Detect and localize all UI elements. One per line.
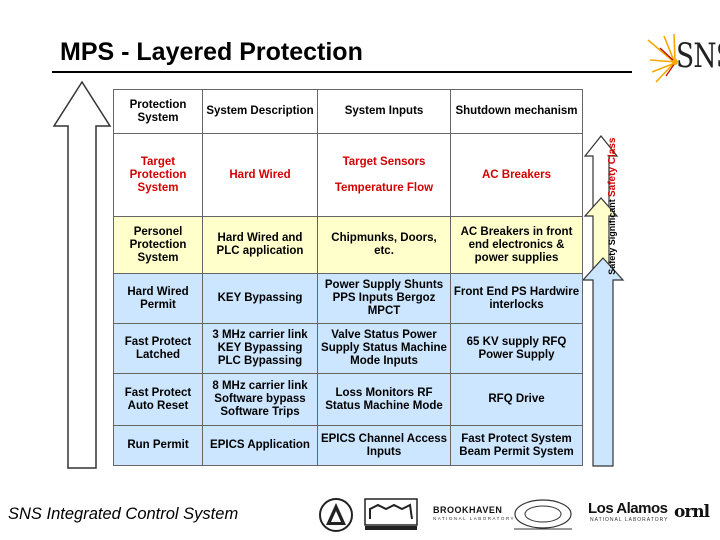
protection-layers-table: Protection System System Description Sys… [113,89,583,466]
ornl-logo: ornl [674,502,710,522]
sns-logo-text: SNS [676,36,720,76]
header-system-description: System Description [202,89,318,134]
table-header-row: Protection System System Description Sys… [113,89,583,134]
table-row: Hard Wired Permit KEY Bypassing Power Su… [113,273,583,324]
table-cell: Hard Wired [202,133,318,217]
header-shutdown-mechanism: Shutdown mechanism [450,89,583,134]
brookhaven-logo: BROOKHAVEN [433,505,503,515]
table-cell: Power Supply Shunts PPS Inputs Bergoz MP… [317,273,451,324]
jefferson-lab-logo-icon [514,499,572,530]
table-cell: Front End PS Hardwire interlocks [450,273,583,324]
header-protection-system: Protection System [113,89,203,134]
safety-significant-text: Safety Significant [607,199,617,275]
table-row: Personel Protection System Hard Wired an… [113,216,583,274]
los-alamos-logo: Los Alamos [588,500,668,517]
table-cell: Run Permit [113,425,203,466]
safety-significant-label: Safety Significant [607,198,631,276]
table-cell: EPICS Application [202,425,318,466]
table-cell: Chipmunks, Doors, etc. [317,216,451,274]
table-cell: Personel Protection System [113,216,203,274]
table-cell: 3 MHz carrier link KEY Bypassing PLC Byp… [202,323,318,374]
header-system-inputs: System Inputs [317,89,451,134]
right-arrow-permits [583,257,625,467]
table-cell: Fast Protect Auto Reset [113,373,203,426]
table-row: Run Permit EPICS Application EPICS Chann… [113,425,583,466]
argonne-logo-icon [319,498,353,532]
table-cell: KEY Bypassing [202,273,318,324]
page-title: MPS - Layered Protection [60,38,363,66]
sns-starburst-icon [647,33,678,83]
table-cell: Valve Status Power Supply Status Machine… [317,323,451,374]
table-cell: Hard Wired and PLC application [202,216,318,274]
los-alamos-subtitle: NATIONAL LABORATORY [590,517,669,523]
berkeley-lab-logo-icon [364,498,418,530]
table-cell: AC Breakers [450,133,583,217]
table-cell: Target Sensors Temperature Flow [317,133,451,217]
left-up-arrow [52,80,112,469]
table-cell: Loss Monitors RF Status Machine Mode [317,373,451,426]
table-cell: 8 MHz carrier link Software bypass Softw… [202,373,318,426]
table-row: Target Protection System Hard Wired Targ… [113,133,583,217]
safety-class-text: Safety Class [607,137,618,197]
table-cell: RFQ Drive [450,373,583,426]
table-cell: Fast Protect Latched [113,323,203,374]
table-row: Fast Protect Auto Reset 8 MHz carrier li… [113,373,583,426]
brookhaven-subtitle: NATIONAL LABORATORY [433,516,516,521]
table-cell: AC Breakers in front end electronics & p… [450,216,583,274]
table-cell: Target Protection System [113,133,203,217]
table-cell: Fast Protect System Beam Permit System [450,425,583,466]
table-cell: Hard Wired Permit [113,273,203,324]
footer-caption: SNS Integrated Control System [8,505,239,523]
table-row: Fast Protect Latched 3 MHz carrier link … [113,323,583,374]
table-cell: EPICS Channel Access Inputs [317,425,451,466]
title-divider [52,71,632,73]
table-cell: 65 KV supply RFQ Power Supply [450,323,583,374]
safety-class-label: Safety Class [607,138,631,197]
